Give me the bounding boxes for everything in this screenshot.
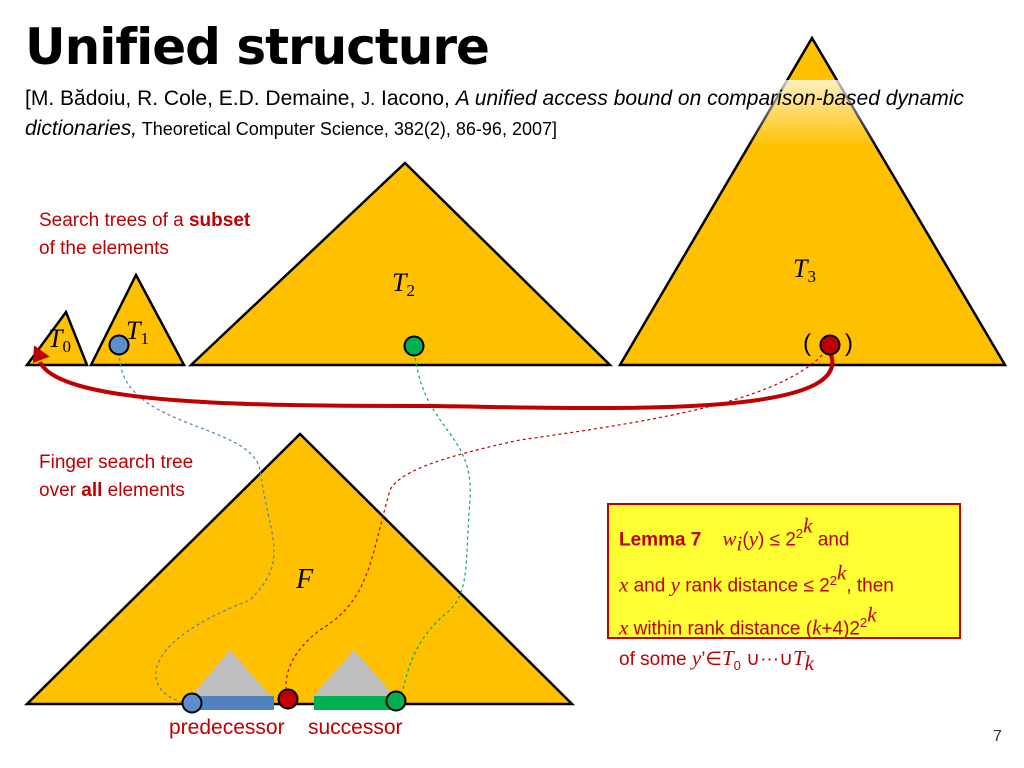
page-number: 7 bbox=[993, 728, 1002, 745]
lemma-and-y: and bbox=[628, 576, 671, 598]
lemma-exp-k: k bbox=[803, 514, 813, 538]
label-T0: T0 bbox=[48, 324, 71, 357]
label-T0-index: 0 bbox=[62, 337, 71, 356]
lemma-exp-1: 2k bbox=[795, 514, 813, 542]
lemma-w-sub: i bbox=[736, 531, 743, 556]
lemma-line-1: Lemma 7 wi(y) ≤ 22k and bbox=[619, 512, 949, 558]
lemma-line-3: x within rank distance (k+4)22k bbox=[619, 601, 949, 644]
lemma-Tk-sub: k bbox=[804, 650, 814, 675]
green-dashed-link bbox=[395, 345, 471, 701]
label-T1-letter: T bbox=[126, 316, 141, 345]
note-finger-line1: Finger search tree bbox=[39, 452, 194, 473]
paren-close: ) bbox=[845, 330, 853, 357]
lemma-name: Lemma 7 bbox=[619, 529, 702, 551]
citation-author-initial: J. bbox=[361, 89, 376, 109]
blue-node-T1 bbox=[108, 334, 130, 356]
note-finger-prefix: over bbox=[39, 480, 82, 501]
lemma-yprime: y bbox=[691, 645, 702, 670]
lemma-box: Lemma 7 wi(y) ≤ 22k and x and y rank dis… bbox=[607, 503, 961, 675]
lemma-exp-k-2: k bbox=[837, 560, 847, 585]
lemma-union: ∪···∪ bbox=[740, 648, 793, 670]
lemma-and: and bbox=[812, 529, 850, 551]
label-T3: T3 bbox=[793, 254, 816, 287]
label-F: F bbox=[296, 564, 314, 595]
successor-node bbox=[385, 690, 407, 712]
citation-venue: Theoretical Computer Science, 382(2), 86… bbox=[137, 119, 552, 139]
note-search-trees-subset: Search trees of a subset of the elements bbox=[39, 207, 250, 263]
insertion-arrow bbox=[38, 351, 835, 411]
lemma-y: y bbox=[748, 526, 759, 551]
lemma-y-2: y bbox=[670, 573, 680, 598]
tree-F bbox=[23, 432, 576, 706]
citation-authors: M. Bădoiu, R. Cole, E.D. Demaine, bbox=[30, 87, 362, 110]
predecessor-subtree bbox=[188, 650, 274, 700]
paren-open: ( bbox=[803, 330, 811, 357]
citation-close-bracket: ] bbox=[551, 119, 557, 139]
citation-authors-end: Iacono, bbox=[375, 87, 456, 110]
citation: [M. Bădoiu, R. Cole, E.D. Demaine, J. Ia… bbox=[25, 84, 1000, 144]
lemma-w: w bbox=[722, 526, 737, 551]
lemma-exp-3: 2k bbox=[859, 603, 877, 631]
citation-paper-title: A unified access bound on comparison-bas… bbox=[25, 87, 964, 140]
label-T2-letter: T bbox=[392, 268, 407, 297]
citation-overlay-fade bbox=[750, 80, 875, 148]
successor-subtree bbox=[310, 650, 398, 700]
lemma-line-4: of some y’∈T0 ∪···∪Tk bbox=[619, 644, 949, 680]
note-finger-suffix: elements bbox=[102, 480, 185, 501]
lemma-exp-2: 2k bbox=[829, 560, 847, 588]
note-finger-bold: all bbox=[81, 480, 103, 501]
predecessor-bar bbox=[190, 696, 274, 710]
label-T3-letter: T bbox=[793, 254, 808, 283]
lemma-T0: T bbox=[721, 645, 734, 670]
successor-bar bbox=[314, 696, 396, 710]
note-subset-bold: subset bbox=[188, 210, 251, 231]
red-dashed-link bbox=[285, 345, 831, 700]
label-T3-index: 3 bbox=[807, 267, 816, 286]
label-T0-letter: T bbox=[48, 324, 63, 353]
lemma-x-2: x bbox=[619, 615, 629, 640]
label-predecessor: predecessor bbox=[169, 716, 285, 739]
lemma-in: ’∈ bbox=[701, 648, 722, 670]
note-subset-line2: of the elements bbox=[39, 238, 169, 259]
lemma-of-some: of some bbox=[619, 648, 692, 670]
lemma-exp-base-2: 2 bbox=[829, 572, 837, 588]
label-successor: successor bbox=[308, 716, 403, 739]
lemma-then: , then bbox=[846, 576, 894, 598]
lemma-paren-close: ) bbox=[758, 529, 765, 551]
lemma-leq: ≤ 2 bbox=[764, 529, 796, 551]
green-node-T2 bbox=[403, 335, 425, 357]
label-T2-index: 2 bbox=[406, 281, 415, 300]
tree-T2 bbox=[187, 161, 614, 367]
lemma-Tk: T bbox=[792, 645, 805, 670]
lemma-exp-base-3: 2 bbox=[859, 615, 868, 631]
lemma-line-2: x and y rank distance ≤ 22k, then bbox=[619, 558, 949, 601]
note-subset-prefix: Search trees of a bbox=[39, 210, 189, 231]
lemma-T0-sub: 0 bbox=[733, 657, 741, 673]
slide-title: Unified structure bbox=[25, 18, 490, 76]
lemma-k: k bbox=[812, 615, 822, 640]
citation-open-bracket: [ bbox=[25, 87, 31, 110]
lemma-paren: ( bbox=[742, 529, 749, 551]
lemma-exp-k-3: k bbox=[867, 603, 877, 628]
note-finger-search-tree: Finger search tree over all elements bbox=[39, 449, 193, 505]
query-node bbox=[277, 688, 299, 710]
label-T2: T2 bbox=[392, 268, 415, 301]
citation-comma: , bbox=[131, 117, 138, 140]
lemma-plus4: +4)2 bbox=[821, 618, 860, 640]
red-node-T3 bbox=[819, 334, 841, 356]
predecessor-node bbox=[181, 692, 203, 714]
tree-T3 bbox=[617, 35, 1008, 367]
lemma-exp-base: 2 bbox=[795, 526, 804, 542]
lemma-within: within rank distance ( bbox=[628, 618, 813, 640]
label-T1-index: 1 bbox=[140, 329, 149, 348]
blue-dashed-link bbox=[119, 345, 275, 704]
lemma-rank-distance: rank distance ≤ 2 bbox=[679, 576, 830, 598]
lemma-x: x bbox=[619, 573, 629, 598]
insertion-arrowhead bbox=[32, 345, 50, 363]
label-T1: T1 bbox=[126, 316, 149, 349]
